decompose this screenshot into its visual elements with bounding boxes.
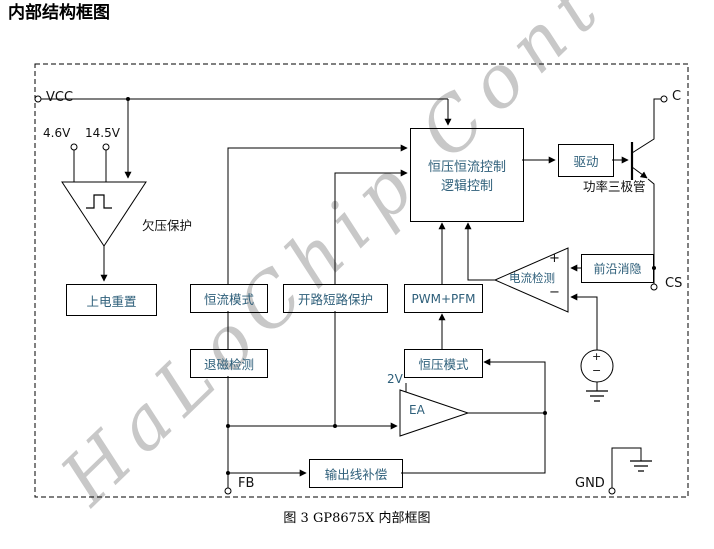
reference-source (580, 349, 614, 402)
c-terminal (660, 95, 668, 103)
uvlo-comparator-triangle (61, 181, 147, 247)
block-open-short-protect: 开路短路保护 (283, 284, 388, 313)
current-sense-label: 电流检测 (509, 271, 555, 285)
block-cv-cc-logic-line1: 恒压恒流控制 (427, 160, 506, 175)
hysteresis-pulse-icon (86, 194, 112, 209)
transistor-emitter (631, 166, 648, 179)
ea-ref-label: 2V (387, 372, 403, 386)
block-cv-mode: 恒压模式 (404, 349, 483, 378)
uvlo-high-label: 14.5V (85, 126, 120, 140)
block-output-line-comp-label: 输出线补偿 (324, 467, 388, 482)
error-amp-label: EA (409, 403, 425, 417)
cs-terminal (650, 283, 658, 291)
uvlo-high-terminal (102, 143, 110, 151)
block-cv-mode-label: 恒压模式 (418, 357, 469, 372)
gnd-pin-label: GND (575, 476, 605, 491)
block-power-on-reset-label: 上电重置 (86, 293, 137, 309)
vcc-pin-label: VCC (46, 90, 74, 105)
chip-boundary (34, 63, 689, 498)
block-leading-edge-blanking: 前沿消隐 (581, 254, 654, 283)
current-sense-amp-triangle (493, 247, 569, 313)
block-cc-mode-label: 恒流模式 (203, 292, 254, 307)
fb-terminal (224, 487, 232, 495)
signal-arrows (100, 99, 648, 477)
fb-pin-label: FB (238, 476, 255, 491)
block-pwm-pfm: PWM+PFM (404, 284, 483, 313)
block-leading-edge-blanking-label: 前沿消隐 (593, 262, 642, 276)
error-amp-triangle (399, 389, 470, 437)
junction-dots (126, 97, 656, 475)
block-cc-mode: 恒流模式 (190, 284, 268, 313)
amp-minus-sign: − (549, 285, 560, 300)
vcc-terminal (34, 95, 42, 103)
block-cv-cc-logic-line2: 逻辑控制 (440, 179, 493, 194)
block-drive-label: 驱动 (573, 154, 599, 169)
cs-pin-label: CS (665, 276, 683, 291)
gnd-ground-symbol (611, 447, 652, 488)
ref-minus-sign: − (592, 364, 602, 377)
block-output-line-comp: 输出线补偿 (309, 459, 403, 488)
terminal-pads (34, 95, 668, 495)
block-demag-detect-label: 退磁检测 (203, 357, 254, 372)
cc-mode-to-logic-wire (227, 144, 408, 284)
ocp-to-logic-wire (334, 169, 408, 284)
uvlo-low-terminal (70, 143, 78, 151)
block-drive: 驱动 (558, 144, 614, 177)
ref-plus-sign: + (592, 350, 602, 363)
power-transistor-label: 功率三极管 (583, 179, 646, 194)
ground-symbol (586, 390, 608, 402)
page-title: 内部结构框图 (8, 3, 110, 23)
ea-to-cv-mode-wire (401, 358, 546, 474)
c-pin-label: C (672, 89, 682, 104)
uvlo-low-label: 4.6V (43, 126, 71, 140)
amp-plus-sign: + (549, 251, 560, 266)
current-sense-to-logic-wire (464, 222, 495, 281)
block-power-on-reset: 上电重置 (66, 284, 157, 316)
ref-to-amp-wire (570, 293, 598, 350)
block-pwm-pfm-label: PWM+PFM (411, 291, 476, 306)
block-open-short-protect-label: 开路短路保护 (297, 292, 373, 307)
figure-caption: 图 3 GP8675X 内部框图 (283, 511, 431, 526)
wires (41, 98, 661, 488)
block-demag-detect: 退磁检测 (190, 349, 268, 378)
block-cv-cc-logic: 恒压恒流控制 逻辑控制 (410, 128, 524, 222)
uvlo-label: 欠压保护 (142, 218, 193, 233)
gnd-terminal (608, 487, 616, 495)
